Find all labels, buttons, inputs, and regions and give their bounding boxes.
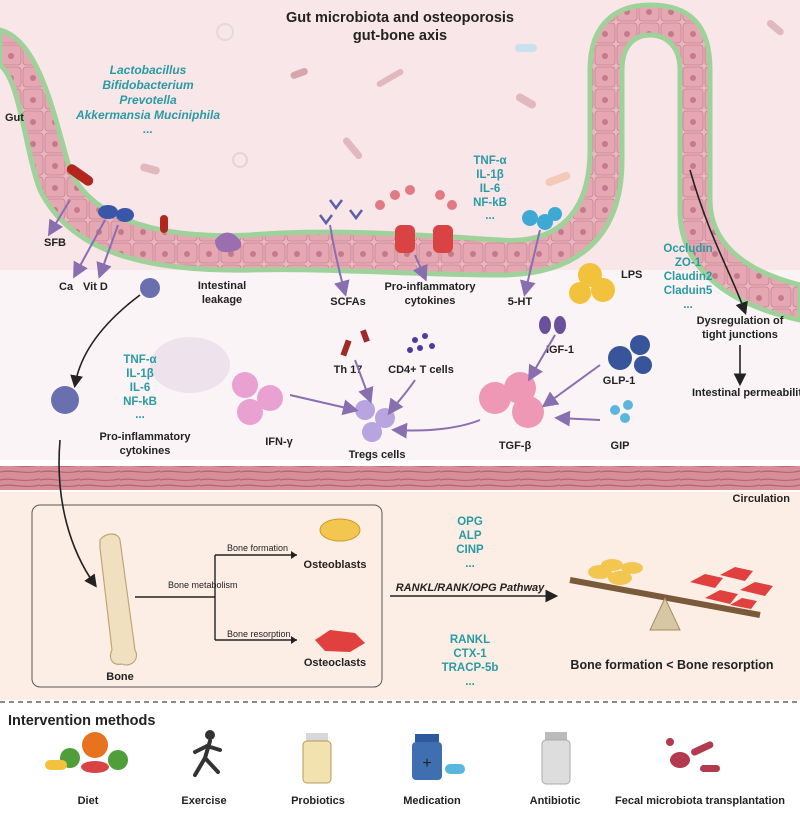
- bone-icon: [99, 533, 138, 666]
- bone-metabolism-branches: [135, 554, 297, 641]
- bacteria-item: Prevotella: [119, 93, 177, 107]
- marker-item: ...: [465, 676, 475, 688]
- tregs-label: Tregs cells: [349, 449, 406, 461]
- tj-item: Claudin2: [664, 271, 713, 283]
- igf1-label: IGF-1: [546, 344, 574, 356]
- marker-item: ALP: [459, 530, 482, 542]
- proinflammatory-a-2: cytokines: [405, 295, 456, 307]
- pathway-arrows: [47, 199, 601, 439]
- intervention-label-exercise: Exercise: [181, 795, 226, 807]
- bacteria-item: Lactobacillus: [110, 63, 187, 77]
- marker-item: CINP: [456, 544, 484, 556]
- intervention-label-medication: Medication: [403, 795, 461, 807]
- lps-label: LPS: [621, 269, 642, 281]
- svg-text:+: +: [422, 755, 431, 772]
- bacteria-item: Bifidobacterium: [102, 78, 194, 92]
- vitd-label: Vit D: [83, 281, 108, 293]
- intervention-label-antibiotic: Antibiotic: [530, 795, 581, 807]
- bacteria-list: Lactobacillus Bifidobacterium Prevotella…: [75, 63, 220, 136]
- interventions-heading: Intervention methods: [8, 713, 155, 729]
- cytokine-item: IL-6: [480, 183, 500, 195]
- intervention-label-diet: Diet: [78, 795, 99, 807]
- cytokine-item: TNF-α: [473, 155, 506, 167]
- sfb-label: SFB: [44, 237, 66, 249]
- intervention-icons: +: [45, 730, 720, 785]
- th17-label: Th 17: [334, 364, 363, 376]
- gut-label: Gut: [5, 112, 24, 124]
- tight-junction-proteins: Occludin ZO-1 Claudin2 Claduin5 ...: [663, 243, 712, 311]
- gut-cytokines: TNF-α IL-1β IL-6 NF-kB ...: [473, 155, 507, 222]
- resorption-markers: RANKL CTX-1 TRACP-5b ...: [442, 634, 499, 688]
- ca-label: Ca: [59, 281, 74, 293]
- fmt-icon: [666, 738, 720, 772]
- cytokine-item: NF-kB: [473, 197, 507, 209]
- cytokine-item: NF-kB: [123, 396, 157, 408]
- cytokine-item: ...: [485, 210, 495, 222]
- cd4-label: CD4+ T cells: [388, 364, 454, 376]
- bacteria-item: Akkermansia Muciniphila: [75, 108, 220, 122]
- bone-metabolism-label: Bone metabolism: [168, 580, 238, 590]
- pathway-label: RANKL/RANK/OPG Pathway: [396, 582, 545, 594]
- blood-vessel: [0, 466, 800, 490]
- formation-markers: OPG ALP CINP ...: [456, 516, 484, 570]
- antibiotic-icon: [541, 732, 571, 785]
- proinflammatory-b-1: Pro-inflammatory: [99, 431, 191, 443]
- glp1-label: GLP-1: [603, 375, 635, 387]
- blood-cytokines: TNF-α IL-1β IL-6 NF-kB ...: [123, 354, 157, 421]
- bone-formation-label: Bone formation: [227, 543, 288, 553]
- marker-item: OPG: [457, 516, 483, 528]
- tgfb-label: TGF-β: [499, 440, 532, 452]
- medication-icon: +: [412, 734, 465, 780]
- intervention-label-probiotics: Probiotics: [291, 795, 345, 807]
- marker-item: TRACP-5b: [442, 662, 499, 674]
- 5ht-label: 5-HT: [508, 296, 533, 308]
- intervention-label-fmt: Fecal microbiota transplantation: [615, 795, 785, 807]
- immune-cells: [232, 316, 652, 442]
- tj-item: Claduin5: [664, 285, 713, 297]
- cytokine-item: TNF-α: [123, 354, 156, 366]
- ifng-label: IFN-γ: [265, 436, 293, 448]
- cytokine-item: IL-1β: [476, 169, 503, 181]
- tj-item: ZO-1: [675, 257, 702, 269]
- bacteria-icons: [51, 19, 784, 414]
- marker-item: RANKL: [450, 634, 490, 646]
- dysregulation-label-1: Dysregulation of: [697, 315, 784, 327]
- seesaw-icon: [569, 559, 773, 631]
- proinflammatory-b-2: cytokines: [120, 445, 171, 457]
- dysregulation-label-2: tight junctions: [702, 329, 778, 341]
- marker-item: CTX-1: [453, 648, 487, 660]
- leakage-label-2: leakage: [202, 294, 242, 306]
- diet-icon: [45, 732, 128, 773]
- leakage-label-1: Intestinal: [198, 280, 246, 292]
- cytokine-item: IL-6: [130, 382, 150, 394]
- gip-label: GIP: [611, 440, 630, 452]
- osteoclast-icon: [315, 630, 365, 652]
- circulation-label: Circulation: [733, 493, 791, 505]
- title-line-1: Gut microbiota and osteoporosis: [286, 10, 514, 26]
- cytokine-item: ...: [135, 409, 145, 421]
- osteoblast-icon: [319, 518, 361, 542]
- osteoclasts-label: Osteoclasts: [304, 657, 366, 669]
- scfas-label: SCFAs: [330, 296, 365, 308]
- osteoblasts-label: Osteoblasts: [304, 559, 367, 571]
- permeability-label: Intestinal permeability↑: [692, 387, 800, 399]
- cytokine-item: IL-1β: [126, 368, 153, 380]
- bone-label: Bone: [106, 671, 134, 683]
- marker-item: ...: [465, 558, 475, 570]
- proinflammatory-a-1: Pro-inflammatory: [384, 281, 476, 293]
- tj-item: ...: [683, 299, 693, 311]
- tj-item: Occludin: [663, 243, 712, 255]
- bone-resorption-label: Bone resorption: [227, 629, 291, 639]
- balance-label: Bone formation < Bone resorption: [570, 658, 773, 672]
- title-line-2: gut-bone axis: [353, 28, 447, 44]
- black-arrows: [58, 169, 748, 603]
- bone-metabolism-box: [31, 504, 383, 688]
- probiotics-icon: [302, 733, 332, 784]
- bacteria-item: ...: [143, 122, 153, 136]
- exercise-icon: [193, 730, 222, 777]
